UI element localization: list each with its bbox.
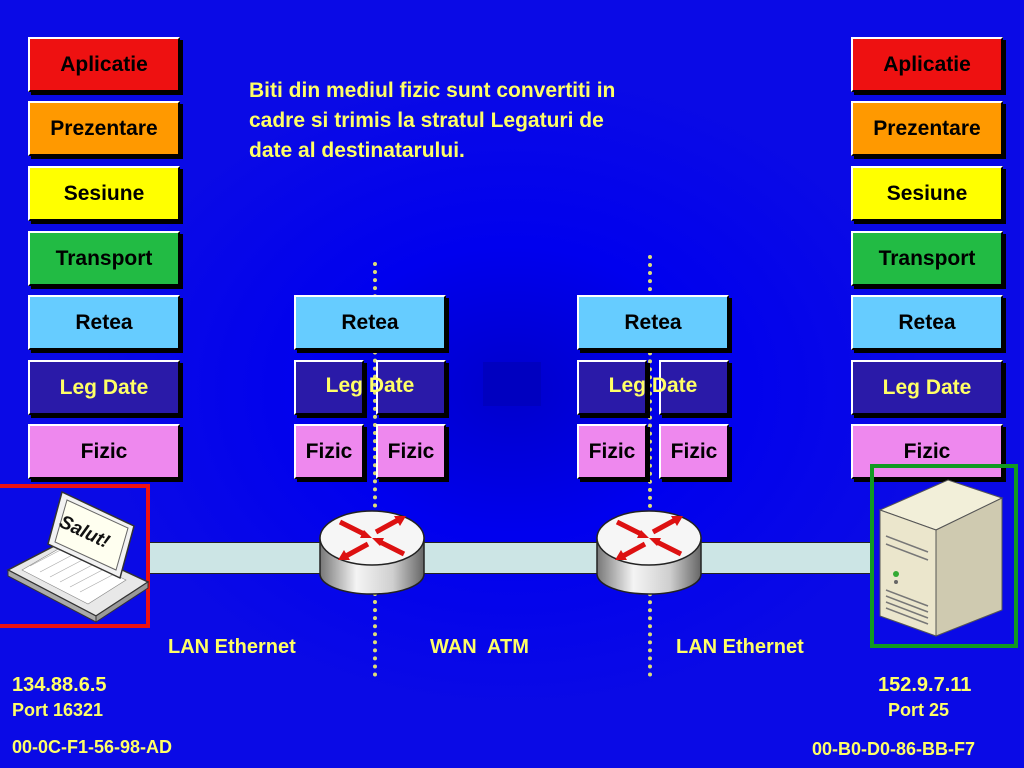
destination-layer-physical: Fizic — [851, 424, 1003, 479]
destination-layer-session: Sesiune — [851, 166, 1003, 221]
layer-label: Prezentare — [50, 117, 158, 140]
explanation-note: Biti din mediul fizic sunt convertiti in… — [249, 76, 719, 166]
router2-divider — [648, 255, 652, 677]
layer-label: Fizic — [903, 440, 951, 463]
source-layer-physical: Fizic — [28, 424, 180, 479]
layer-label: Sesiune — [886, 182, 968, 205]
source-host-highlight — [0, 484, 150, 628]
layer-label: Retea — [75, 311, 133, 334]
layer-label: Leg Date — [59, 376, 149, 399]
lan-cable-right — [700, 542, 872, 574]
segment-label-left: LAN Ethernet — [168, 636, 296, 658]
source-ip: 134.88.6.5 — [12, 674, 107, 696]
router2-layer-network: Retea — [577, 295, 729, 350]
router1-layer-network: Retea — [294, 295, 446, 350]
layer-label: Retea — [624, 311, 682, 334]
router1-physical-right: Fizic — [376, 424, 446, 479]
layer-label: Transport — [878, 247, 976, 270]
router2-physical-left: Fizic — [577, 424, 647, 479]
layer-label: Fizic — [588, 440, 636, 463]
center-square — [483, 362, 541, 406]
router2-datalink-label: Leg Date — [608, 374, 698, 397]
layer-label: Fizic — [670, 440, 718, 463]
wan-cable — [422, 542, 602, 574]
layer-label: Retea — [898, 311, 956, 334]
router1-datalink-left — [294, 360, 364, 415]
layer-label: Sesiune — [63, 182, 145, 205]
source-port: Port 16321 — [12, 700, 104, 720]
segment-label-middle: WAN ATM — [430, 636, 529, 658]
destination-port: Port 25 — [888, 700, 950, 720]
source-layer-application: Aplicatie — [28, 37, 180, 92]
router2-physical-right: Fizic — [659, 424, 729, 479]
layer-label: Prezentare — [873, 117, 981, 140]
destination-host-highlight — [870, 464, 1018, 648]
layer-label: Aplicatie — [60, 53, 148, 76]
router1-divider — [373, 262, 377, 677]
destination-layer-presentation: Prezentare — [851, 101, 1003, 156]
lan-cable-left — [150, 542, 324, 574]
destination-layer-transport: Transport — [851, 231, 1003, 286]
source-layer-network: Retea — [28, 295, 180, 350]
segment-label-right: LAN Ethernet — [676, 636, 804, 658]
router1-icon — [319, 510, 425, 595]
router2-datalink-right — [659, 360, 729, 415]
note-line: Biti din mediul fizic sunt convertiti in — [249, 79, 616, 102]
note-line: cadre si trimis la stratul Legaturi de — [249, 109, 604, 132]
destination-layer-data-link: Leg Date — [851, 360, 1003, 415]
router2-datalink-left — [577, 360, 647, 415]
layer-label: Transport — [55, 247, 153, 270]
note-line: date al destinatarului. — [249, 139, 465, 162]
laptop-icon: Salut! — [6, 490, 150, 623]
router1-physical-left: Fizic — [294, 424, 364, 479]
source-layer-session: Sesiune — [28, 166, 180, 221]
layer-label: Aplicatie — [883, 53, 971, 76]
layer-label: Retea — [341, 311, 399, 334]
layer-label: Fizic — [305, 440, 353, 463]
destination-ip: 152.9.7.11 — [878, 674, 972, 696]
router1-datalink-right — [376, 360, 446, 415]
source-mac: 00-0C-F1-56-98-AD — [12, 737, 173, 757]
router2-icon — [596, 510, 702, 595]
server-icon — [878, 479, 1004, 637]
destination-mac: 00-B0-D0-86-BB-F7 — [812, 739, 976, 759]
destination-layer-network: Retea — [851, 295, 1003, 350]
destination-layer-application: Aplicatie — [851, 37, 1003, 92]
source-layer-transport: Transport — [28, 231, 180, 286]
router1-datalink-label: Leg Date — [325, 374, 415, 397]
source-layer-presentation: Prezentare — [28, 101, 180, 156]
layer-label: Fizic — [387, 440, 435, 463]
layer-label: Leg Date — [882, 376, 972, 399]
source-layer-data-link: Leg Date — [28, 360, 180, 415]
layer-label: Fizic — [80, 440, 128, 463]
